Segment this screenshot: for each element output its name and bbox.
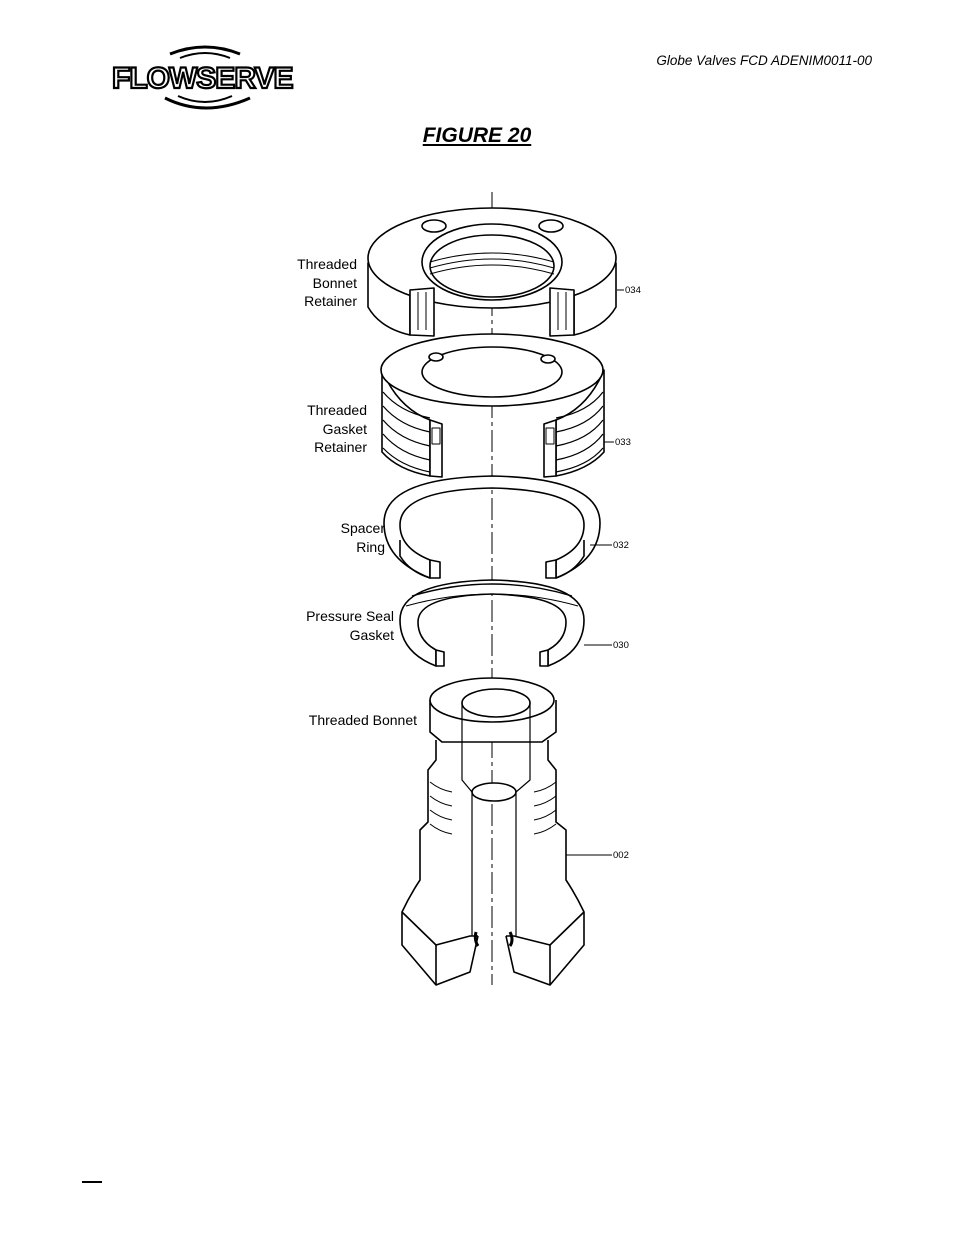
threaded-bonnet-part <box>401 677 585 986</box>
gasket-retainer-part <box>380 333 605 478</box>
label-threaded-bonnet-retainer: Threaded Bonnet Retainer <box>297 256 357 309</box>
bonnet-retainer-part <box>367 207 617 337</box>
document-reference: Globe Valves FCD ADENIM0011-00 <box>656 53 872 68</box>
label-pressure-seal-gasket: Pressure Seal Gasket <box>306 608 394 643</box>
label-spacer-ring: Spacer Ring <box>340 520 385 555</box>
callout-002: 002 <box>613 850 629 861</box>
label-threaded-gasket-retainer: Threaded Gasket Retainer <box>307 402 367 455</box>
callout-030: 030 <box>613 640 629 651</box>
figure-title: FIGURE 20 <box>422 124 532 147</box>
pressure-seal-gasket-part <box>399 579 585 667</box>
spacer-ring-part <box>383 475 601 579</box>
callout-032: 032 <box>613 540 629 551</box>
label-threaded-bonnet: Threaded Bonnet <box>308 712 417 728</box>
callout-034: 034 <box>625 285 641 296</box>
svg-text:FLOWSERVE: FLOWSERVE <box>112 62 292 95</box>
callout-leaders <box>566 289 624 856</box>
callout-033: 033 <box>615 437 631 448</box>
flowserve-logo: FLOWSERVE <box>110 42 295 118</box>
page-footer-mark <box>82 1181 102 1183</box>
